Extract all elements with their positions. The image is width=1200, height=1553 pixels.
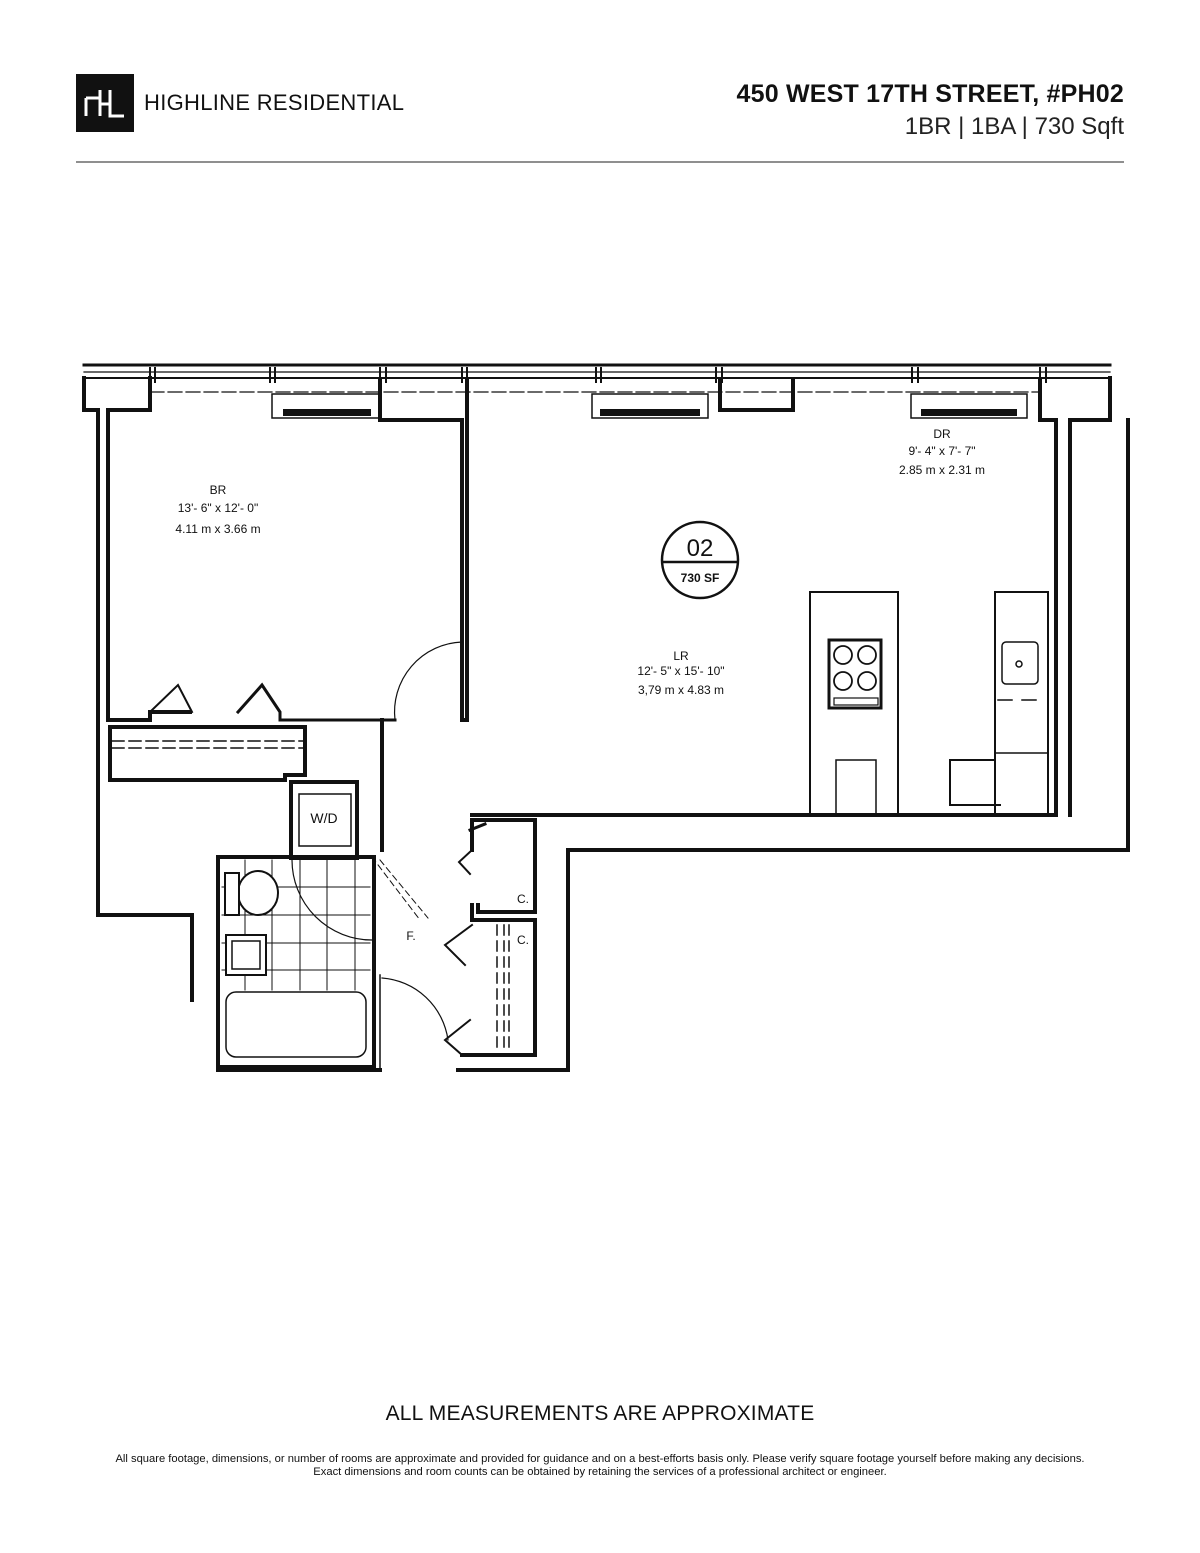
washer-dryer-label: W/D [310,810,337,826]
room-dr-imperial: 9'- 4" x 7'- 7" [908,444,975,458]
room-br-imperial: 13'- 6" x 12'- 0" [178,501,258,515]
room-dr-metric: 2.85 m x 2.31 m [899,463,985,477]
room-br-code: BR [210,483,227,497]
disclaimer-text: All square footage, dimensions, or numbe… [115,1453,1085,1478]
room-dr-code: DR [933,427,951,441]
room-lr-metric: 3,79 m x 4.83 m [638,683,724,697]
room-lr-imperial: 12'- 5" x 15'- 10" [637,664,724,678]
room-br-metric: 4.11 m x 3.66 m [175,522,260,536]
measurements-notice: ALL MEASUREMENTS ARE APPROXIMATE [385,1402,815,1425]
foyer-label: F. [406,929,415,943]
header-divider [76,161,1124,163]
unit-number: 02 [687,535,714,562]
brand-name: HIGHLINE RESIDENTIAL [144,90,405,115]
closet-label-1: C. [517,892,529,906]
unit-badge: 02 730 SF [660,520,740,600]
brand-logo: HIGHLINE RESIDENTIAL [76,74,404,132]
room-lr-code: LR [673,649,689,663]
unit-area: 730 SF [681,571,720,585]
hl-logo-icon [76,74,134,132]
listing-summary: 1BR | 1BA | 730 Sqft [904,113,1124,140]
listing-address: 450 WEST 17TH STREET, #PH02 [736,80,1124,108]
listing-header: 450 WEST 17TH STREET, #PH02 1BR | 1BA | … [737,80,1124,141]
closet-label-2: C. [517,933,529,947]
